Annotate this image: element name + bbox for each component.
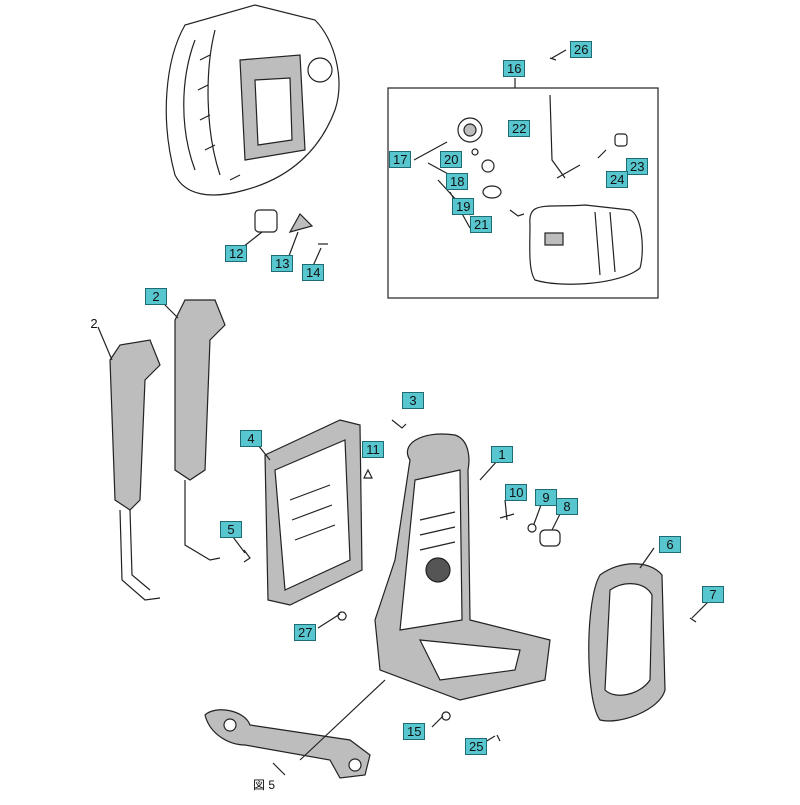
part-label-5-top: 5 <box>220 521 242 538</box>
part-label-17: 17 <box>389 151 412 168</box>
part-label-14: 14 <box>302 264 325 281</box>
part-label-8: 8 <box>556 498 578 515</box>
part-label-1: 1 <box>491 446 513 463</box>
part-label-15: 15 <box>403 723 426 740</box>
part-label-10: 10 <box>505 484 528 501</box>
main-frame-drawing <box>374 433 551 701</box>
part-label-16: 16 <box>503 60 526 77</box>
fuel-tank-drawing <box>529 204 643 285</box>
part-label-22: 22 <box>508 120 531 137</box>
waist-belt-drawing <box>204 709 371 779</box>
lumbar-pad-drawing <box>588 563 666 722</box>
back-plate-drawing <box>264 419 363 606</box>
part-label-2-left: 2 <box>90 316 98 331</box>
part-label-7: 7 <box>702 586 724 603</box>
part-label-12: 12 <box>225 245 248 262</box>
fan-housing-drawing <box>165 4 340 196</box>
part-label-19: 19 <box>452 198 475 215</box>
part-label-20: 20 <box>440 151 463 168</box>
part-label-18: 18 <box>446 173 469 190</box>
part-label-6: 6 <box>659 536 681 553</box>
part-label-23: 23 <box>626 158 649 175</box>
part-label-26: 26 <box>570 41 593 58</box>
part-label-11: 11 <box>362 441 384 458</box>
part-label-9: 9 <box>535 489 557 506</box>
shoulder-strap-left-drawing <box>109 339 161 601</box>
part-label-13: 13 <box>271 255 294 272</box>
figure-caption: 図 5 <box>253 778 276 792</box>
fuel-tank-frame <box>387 87 659 299</box>
part-label-3: 3 <box>402 392 424 409</box>
small-parts-12-14-drawing <box>254 209 328 245</box>
part-label-2-right: 2 <box>145 288 167 305</box>
part-label-27: 27 <box>294 624 317 641</box>
part-label-21: 21 <box>470 216 493 233</box>
part-label-24: 24 <box>606 171 629 188</box>
shoulder-strap-right-drawing <box>174 299 226 561</box>
part-label-4: 4 <box>240 430 262 447</box>
part-label-25: 25 <box>465 738 488 755</box>
